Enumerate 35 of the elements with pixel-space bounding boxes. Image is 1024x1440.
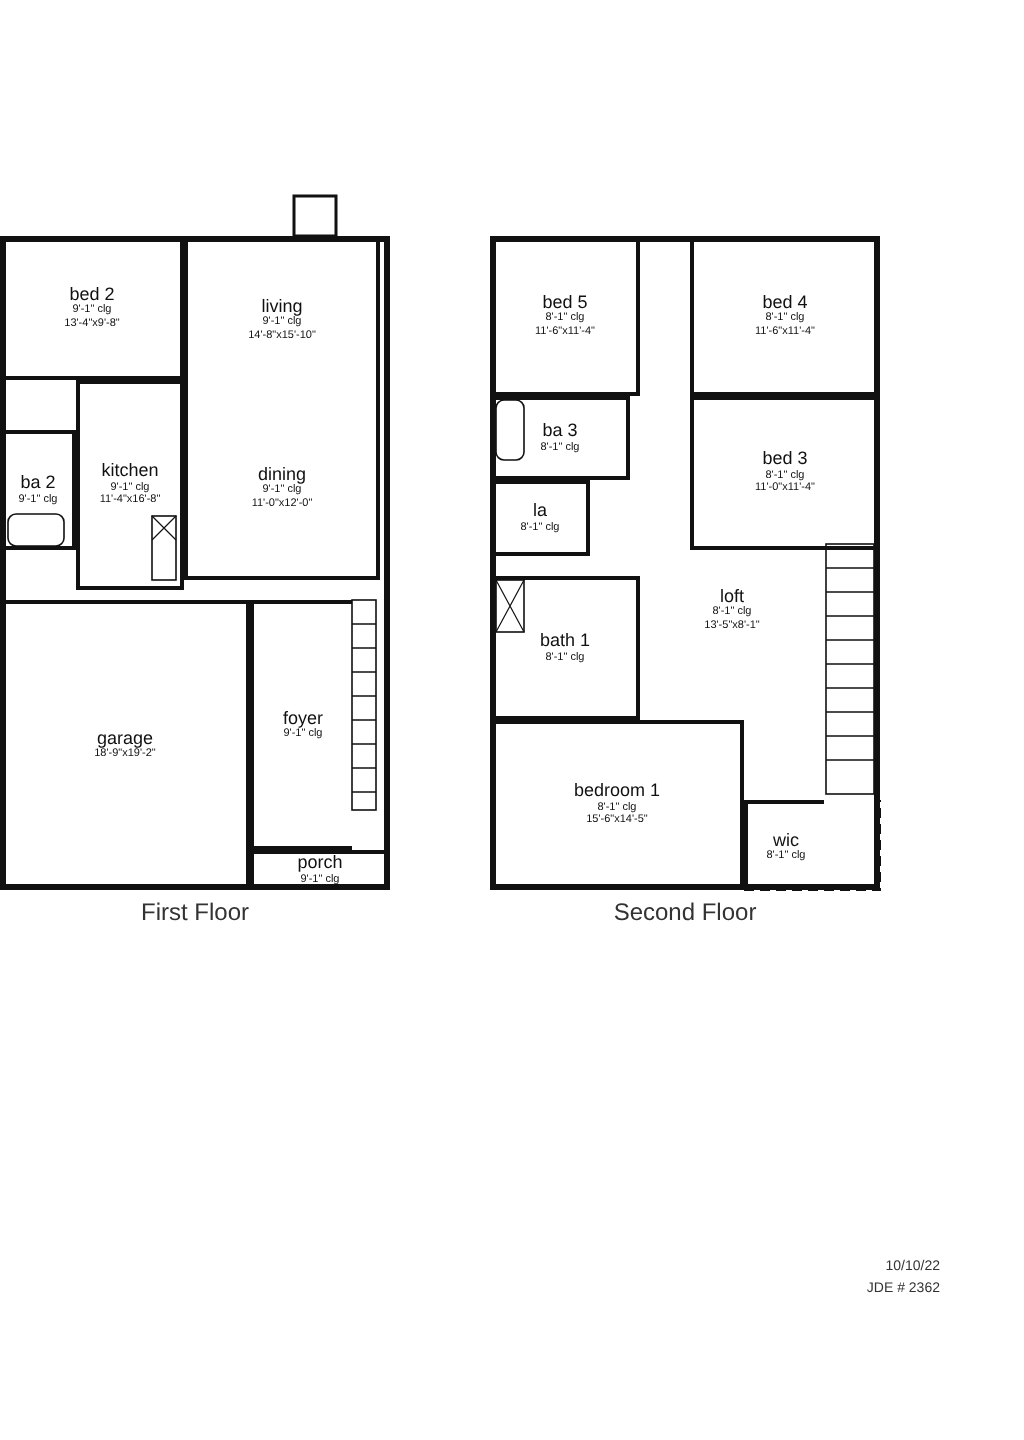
room bbox=[184, 400, 380, 580]
room bbox=[744, 800, 824, 890]
room bbox=[490, 480, 590, 556]
room-name: garage bbox=[96, 729, 154, 748]
room-name: bed 3 bbox=[762, 450, 808, 470]
room bbox=[250, 850, 390, 890]
room-name: ba 2 bbox=[20, 474, 56, 494]
room bbox=[0, 600, 250, 890]
room bbox=[76, 380, 184, 590]
room bbox=[490, 576, 640, 720]
room-name: bed 4 bbox=[762, 293, 808, 312]
room bbox=[490, 236, 640, 396]
floor-caption: Second Floor bbox=[611, 898, 759, 926]
room-name: bath 1 bbox=[539, 632, 591, 652]
room-name: la bbox=[532, 502, 547, 522]
room-name: foyer bbox=[282, 709, 323, 728]
room-name: bed 5 bbox=[542, 293, 588, 312]
room bbox=[490, 720, 744, 890]
room bbox=[0, 236, 184, 380]
room-name: porch bbox=[297, 854, 343, 874]
room-name: bedroom 1 bbox=[573, 782, 661, 802]
room bbox=[690, 396, 880, 550]
room bbox=[490, 396, 630, 480]
room bbox=[250, 600, 352, 850]
floor-caption: First Floor bbox=[139, 898, 251, 926]
room-name: living bbox=[261, 297, 303, 316]
room-name: bed 2 bbox=[69, 285, 115, 304]
room-name: loft bbox=[719, 587, 744, 606]
room bbox=[690, 236, 880, 396]
room-name: dining bbox=[257, 465, 307, 484]
room-name: kitchen bbox=[101, 462, 159, 482]
room bbox=[0, 430, 76, 550]
room-name: wic bbox=[773, 831, 799, 850]
room bbox=[184, 236, 380, 400]
room-name: ba 3 bbox=[542, 422, 578, 442]
